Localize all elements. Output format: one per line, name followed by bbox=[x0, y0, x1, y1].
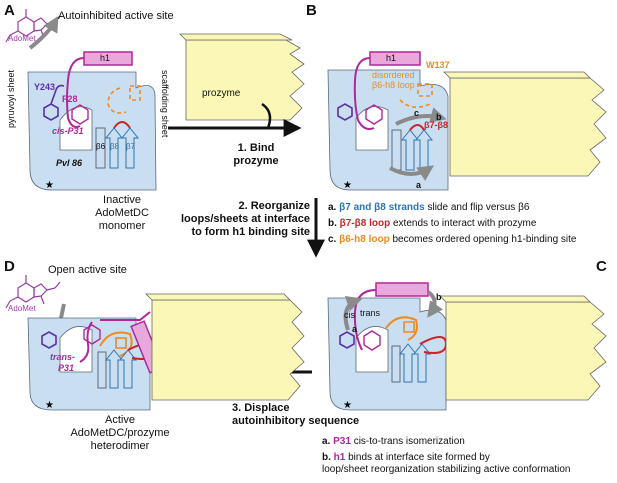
note3-b: b. h1 binds at interface site formed by bbox=[322, 452, 490, 463]
b7-label-a: β7 bbox=[126, 142, 136, 151]
autoinhibited-label: Autoinhibited active site bbox=[58, 10, 174, 22]
svg-text:★: ★ bbox=[45, 400, 54, 411]
panel-letter-d: D bbox=[4, 258, 15, 275]
note2-a: a. β7 and β8 strands slide and flip vers… bbox=[328, 202, 530, 213]
cis-p31-label: cis-P31 bbox=[52, 126, 84, 136]
trans-label-c: trans bbox=[360, 308, 381, 318]
note3-c: loop/sheet reorganization stabilizing ac… bbox=[322, 464, 571, 475]
b7b8-label-b: β7-β8 bbox=[424, 120, 448, 130]
svg-text:★: ★ bbox=[45, 180, 54, 191]
h1-label-b: h1 bbox=[386, 53, 397, 63]
panel-b: ★ bbox=[327, 51, 449, 191]
autoinhibited-arrow bbox=[28, 15, 59, 50]
b-a-label: a bbox=[416, 180, 422, 190]
scaffolding-sheet-label: scaffolding sheet bbox=[160, 70, 170, 138]
y243-label: Y243 bbox=[34, 82, 56, 92]
panel-d: ★ bbox=[5, 275, 164, 411]
panel-a: ★ bbox=[5, 9, 157, 191]
autoinhibitory-chain-a bbox=[66, 57, 85, 128]
note2-c: c. β6-h8 loop becomes ordered opening h1… bbox=[328, 234, 577, 245]
c-b-label: b bbox=[436, 292, 442, 302]
adomet-label-a: AdoMet bbox=[8, 34, 36, 43]
panel-letter-b: B bbox=[306, 2, 317, 19]
note2-b: b. β7-β8 loop extends to interact with p… bbox=[328, 218, 537, 229]
note3-a: a. P31 cis-to-trans isomerization bbox=[322, 436, 465, 447]
panel-letter-c: C bbox=[596, 258, 607, 275]
cis-label-c: cis bbox=[344, 310, 355, 320]
prozyme-c bbox=[439, 295, 607, 401]
adomet-label-d: AdoMet bbox=[8, 304, 36, 313]
trans-p31-label: trans-P31 bbox=[50, 352, 76, 373]
c-a-label: a bbox=[352, 324, 358, 334]
b8-label-a: β8 bbox=[110, 142, 120, 151]
svg-text:★: ★ bbox=[343, 400, 352, 411]
f28-label: F28 bbox=[62, 94, 78, 104]
svg-text:★: ★ bbox=[343, 180, 352, 191]
prozyme-a bbox=[179, 33, 305, 121]
w137-label: W137 bbox=[426, 60, 450, 70]
prozyme-b bbox=[443, 71, 607, 177]
open-active-site-label: Open active site bbox=[48, 264, 127, 276]
panel-c: ★ bbox=[327, 282, 448, 411]
b-c-label: c bbox=[414, 108, 420, 118]
pvl86-label: Pvl 86 bbox=[56, 158, 83, 168]
b6-label-a: β6 bbox=[96, 142, 106, 151]
b-b-label: b bbox=[436, 112, 442, 122]
pyruvoyl-sheet-label: pyruvoyl sheet bbox=[6, 69, 16, 128]
prozyme-label-a: prozyme bbox=[202, 88, 241, 99]
prozyme-d bbox=[145, 293, 305, 401]
h1-label-a: h1 bbox=[100, 53, 111, 63]
panel-letter-a: A bbox=[4, 2, 15, 19]
